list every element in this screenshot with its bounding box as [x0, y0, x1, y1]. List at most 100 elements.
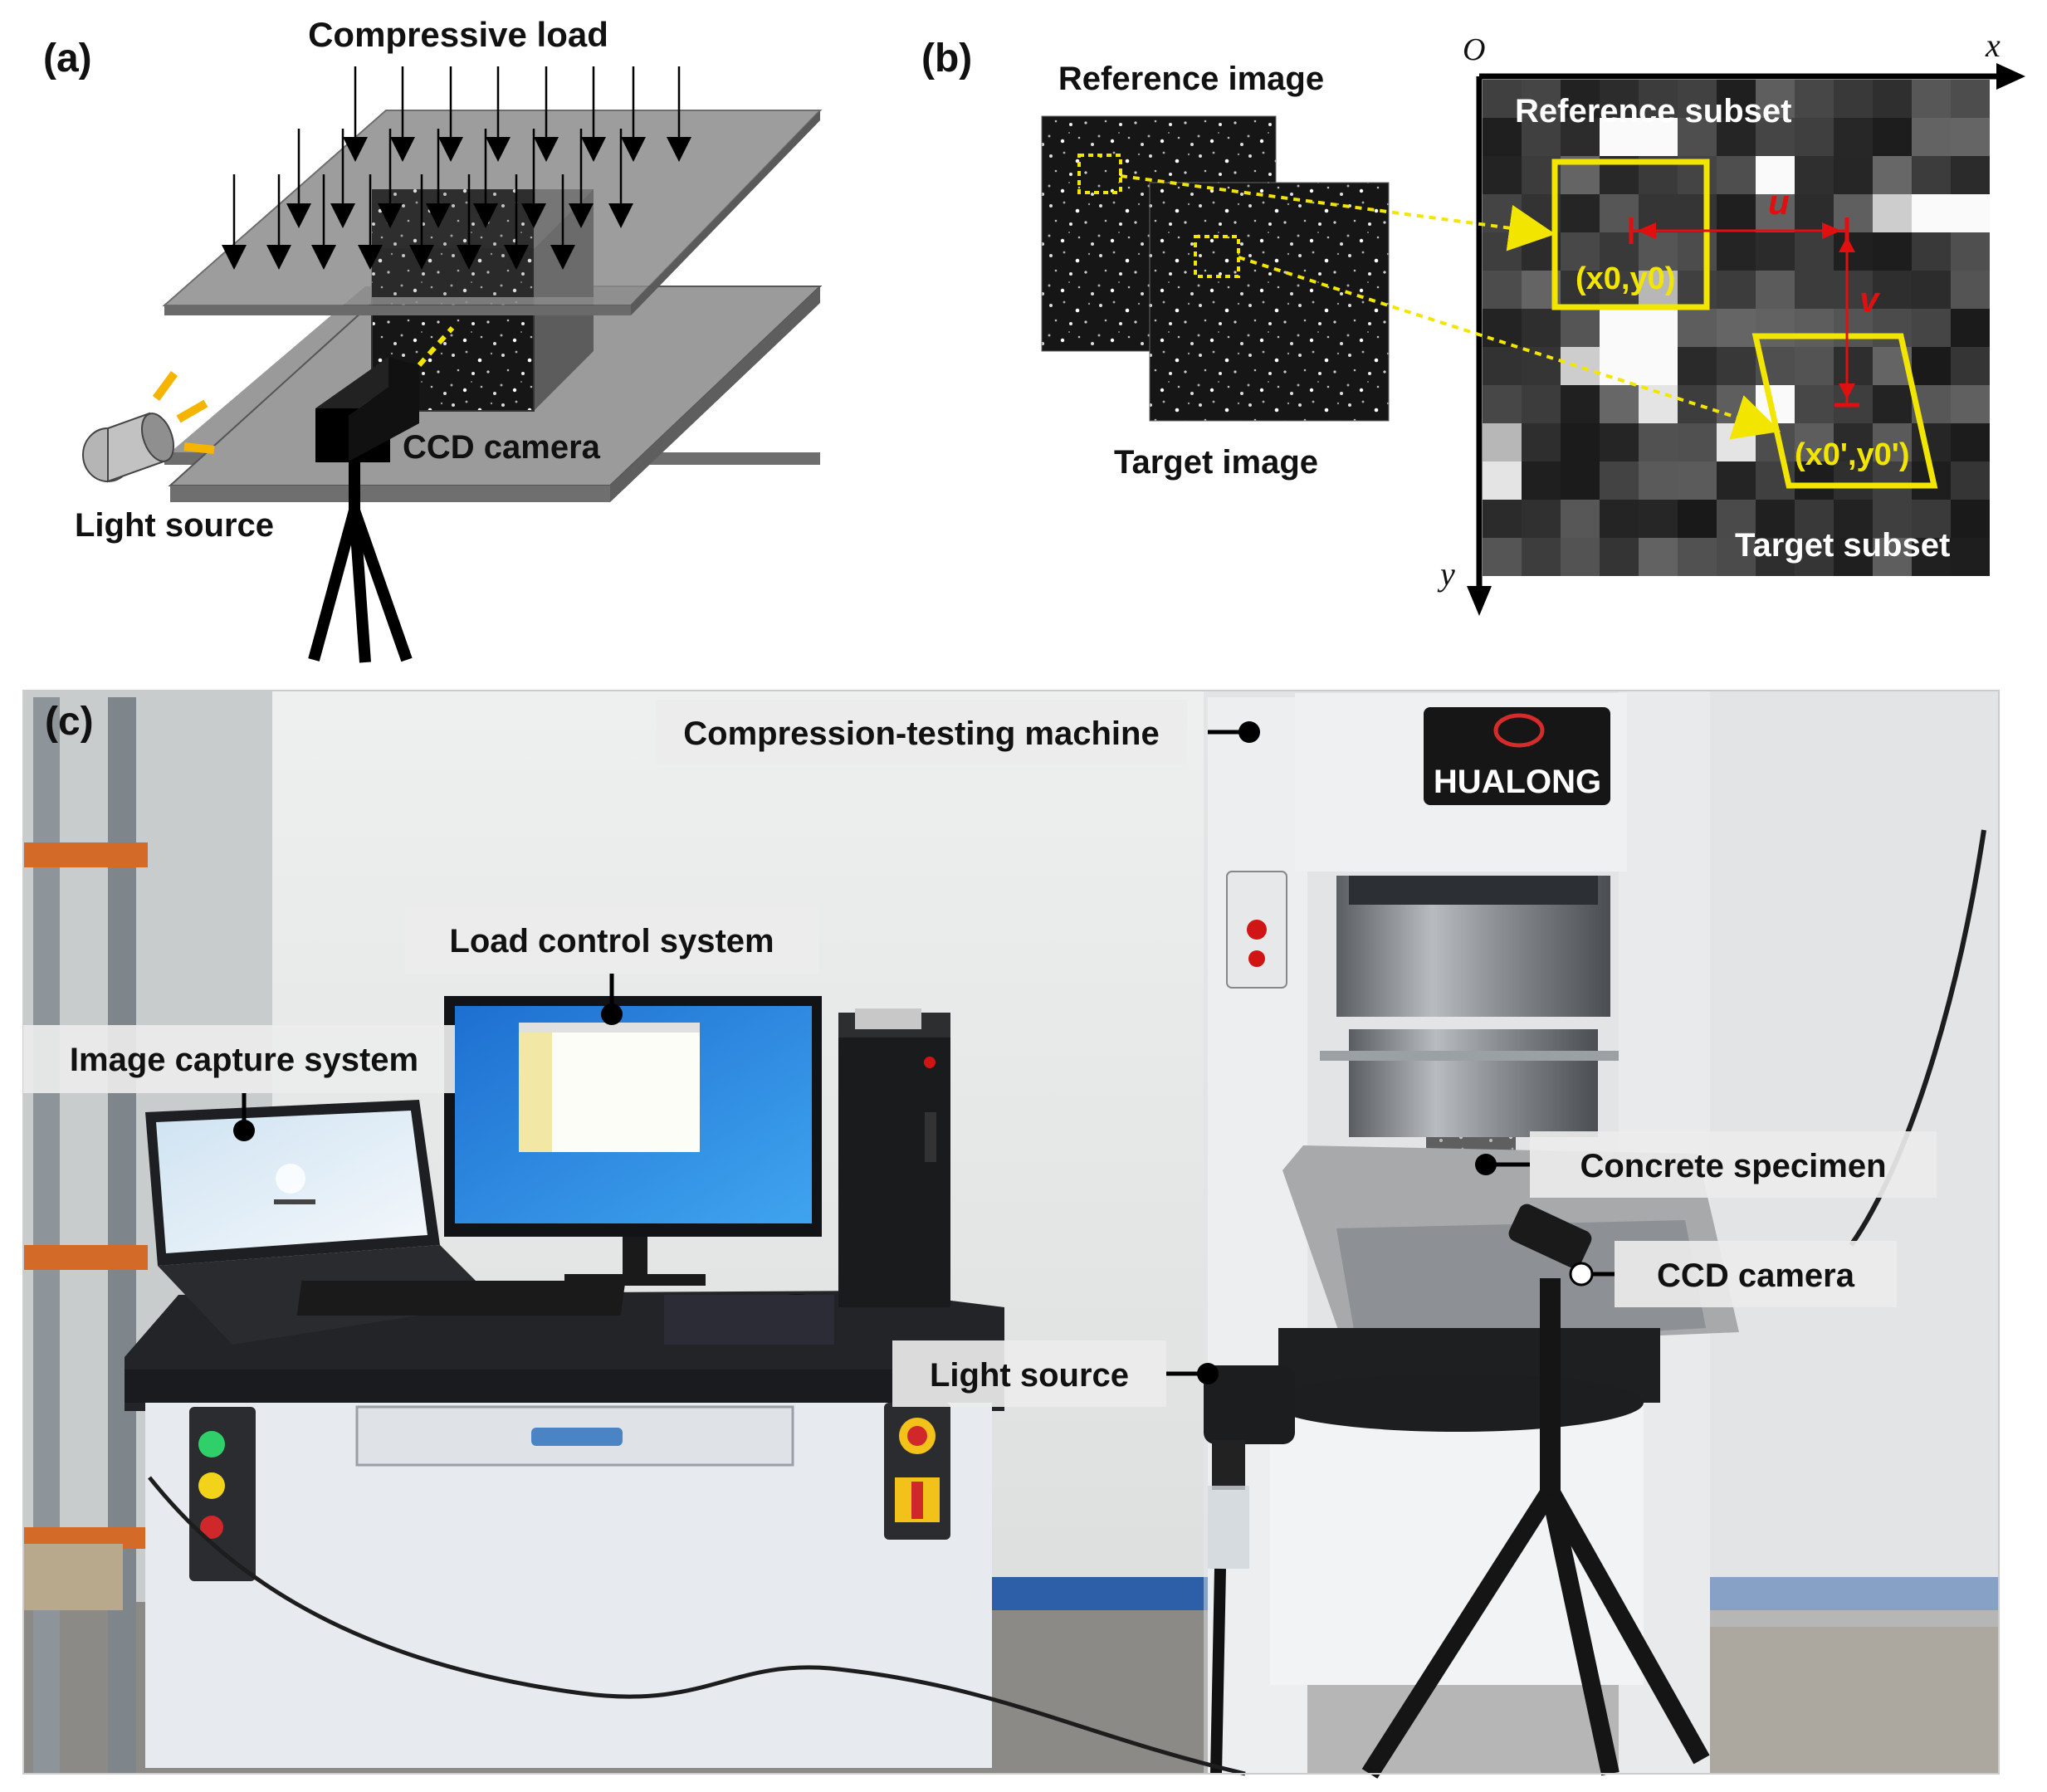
speckle-pixel — [1873, 232, 1912, 271]
speckle-pixel — [1873, 80, 1912, 118]
speckle-pixel — [1678, 309, 1717, 347]
speckle-pixel — [1795, 80, 1834, 118]
speckle-pixel — [1756, 194, 1795, 232]
x-axis-arrow — [1996, 63, 2025, 90]
speckle-pixel — [1951, 232, 1990, 271]
speckle-pixel — [1561, 538, 1600, 576]
speckle-pixel — [1483, 347, 1522, 385]
speckle-pixel — [1795, 309, 1834, 347]
control-desk — [125, 1291, 1004, 1768]
speckle-pixel — [1522, 385, 1561, 423]
speckle-pixel — [1717, 461, 1756, 500]
speckle-pixel — [1639, 271, 1678, 309]
callout-light: Light source — [930, 1357, 1129, 1394]
speckle-pixel — [1951, 538, 1990, 576]
speckle-pixel — [1639, 500, 1678, 538]
speckle-pixel — [1795, 347, 1834, 385]
callout-camera: CCD camera — [1657, 1257, 1855, 1294]
speckle-pixel — [1678, 385, 1717, 423]
speckle-pixel — [1912, 538, 1951, 576]
speckle-pixel — [1717, 309, 1756, 347]
reference-subset-label: Reference subset — [1515, 93, 1791, 129]
speckle-pixel — [1951, 309, 1990, 347]
reference-subset-marker — [1077, 154, 1122, 194]
brand-plate — [1424, 707, 1610, 805]
speckle-pixel — [1600, 423, 1639, 461]
callout-specimen-dot — [1475, 1154, 1497, 1175]
speckle-pixel — [1483, 461, 1522, 500]
speckle-pixel — [1951, 461, 1990, 500]
speckle-pixel — [1795, 538, 1834, 576]
callout-camera-dot — [1569, 1262, 1594, 1287]
displacement-u-label: u — [1768, 183, 1790, 222]
reference-point-label: (x0,y0) — [1576, 261, 1675, 296]
speckle-pixel — [1522, 80, 1561, 118]
speckle-pixel — [1600, 385, 1639, 423]
callout-image-capture: Image capture system — [70, 1042, 418, 1078]
speckle-pixel — [1873, 156, 1912, 194]
ccd-camera-photo — [1361, 1204, 1710, 1779]
speckle-pixel — [1483, 118, 1522, 156]
speckle-pixel — [1483, 271, 1522, 309]
speckle-pixel — [1561, 347, 1600, 385]
speckle-pixel — [1873, 538, 1912, 576]
speckle-pixel — [1717, 80, 1756, 118]
speckle-pixel — [1678, 538, 1717, 576]
compressive-load-label: Compressive load — [308, 15, 608, 54]
target-subset-marker — [1194, 235, 1240, 278]
speckle-pixel — [1873, 423, 1912, 461]
speckle-pixel — [1561, 194, 1600, 232]
speckle-pixel — [1717, 271, 1756, 309]
target-mapping-arrow — [1238, 256, 1781, 440]
panel-c-tag: (c) — [45, 700, 94, 744]
speckle-pixel — [1639, 309, 1678, 347]
callout-light-bg — [892, 1340, 1166, 1407]
speckle-pixel — [1717, 232, 1756, 271]
speckle-pixel — [1951, 500, 1990, 538]
callout-machine: Compression-testing machine — [683, 715, 1159, 752]
panel-c-photo: HUALONG — [22, 690, 2000, 1779]
speckle-pixel — [1561, 309, 1600, 347]
speckle-pixel — [1483, 156, 1522, 194]
speckle-pixel — [1561, 500, 1600, 538]
speckle-pixel — [1600, 80, 1639, 118]
callout-load-control: Load control system — [449, 923, 774, 959]
reference-image-label: Reference image — [1058, 61, 1324, 97]
speckle-pixel — [1873, 500, 1912, 538]
speckle-pixel — [1756, 500, 1795, 538]
y-axis-arrow — [1467, 586, 1492, 616]
target-subset-label: Target subset — [1735, 527, 1950, 564]
callout-load-control-dot — [601, 1003, 623, 1025]
speckle-pixel — [1795, 156, 1834, 194]
speckle-pixel — [1522, 500, 1561, 538]
speckle-pixel — [1483, 538, 1522, 576]
speckle-pixel — [1678, 461, 1717, 500]
callout-machine-dot — [1238, 721, 1260, 743]
speckle-pixel — [1912, 500, 1951, 538]
speckle-pixel — [1522, 461, 1561, 500]
brand-text: HUALONG — [1434, 764, 1601, 800]
speckle-pixel — [1756, 538, 1795, 576]
speckle-pixel — [1600, 500, 1639, 538]
speckle-pixel — [1639, 538, 1678, 576]
speckle-pixel — [1873, 461, 1912, 500]
speckle-pixel — [1522, 118, 1561, 156]
speckle-pixel — [1678, 80, 1717, 118]
speckle-pixel — [1600, 309, 1639, 347]
speckle-pixel — [1795, 118, 1834, 156]
speckle-pixel — [1873, 385, 1912, 423]
speckle-pixel — [1522, 423, 1561, 461]
speckle-pixel — [1717, 538, 1756, 576]
speckle-pixel — [1951, 423, 1990, 461]
speckle-pixel — [1561, 80, 1600, 118]
speckle-pixel — [1795, 232, 1834, 271]
speckle-pixel — [1951, 271, 1990, 309]
speckle-pixel — [1795, 271, 1834, 309]
callout-camera-bg — [1615, 1241, 1897, 1307]
speckle-pixel — [1483, 385, 1522, 423]
base-plate-front — [170, 486, 610, 502]
speckle-pixel — [1483, 500, 1522, 538]
speckle-pixel — [1600, 461, 1639, 500]
speckle-pixel — [1717, 156, 1756, 194]
